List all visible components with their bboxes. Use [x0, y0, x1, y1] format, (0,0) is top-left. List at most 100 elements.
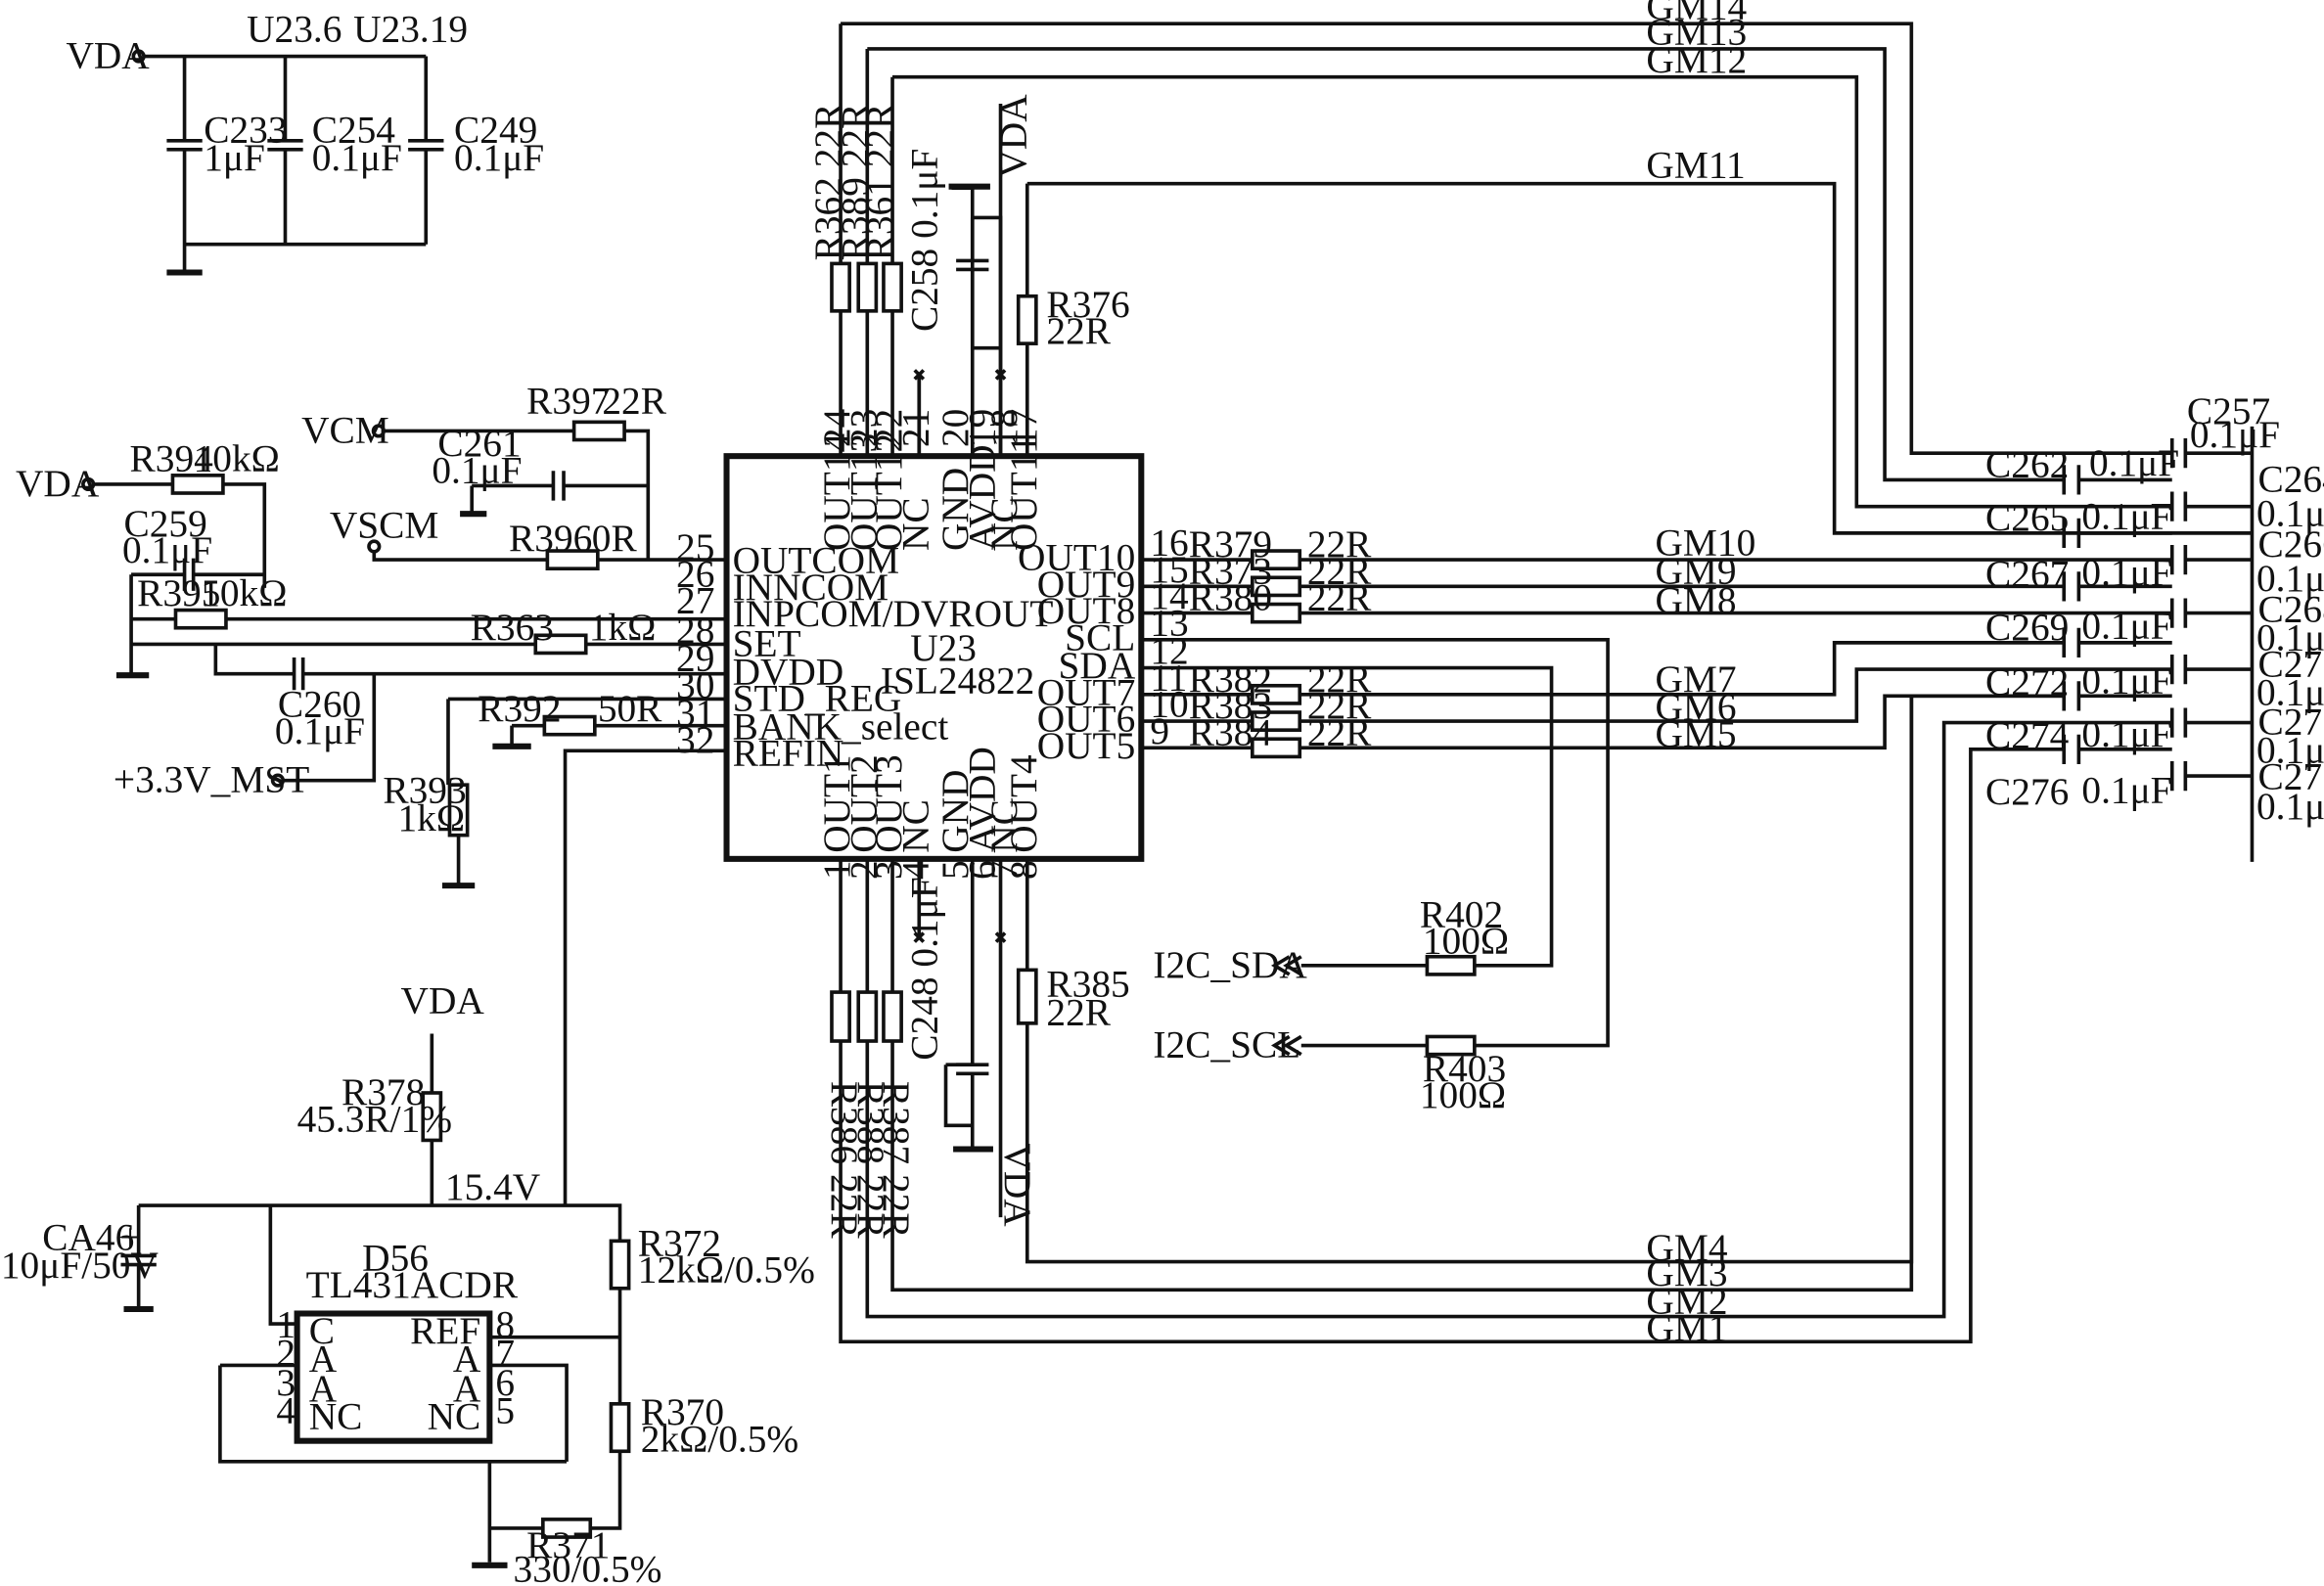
r393-val: 1kΩ — [398, 796, 466, 839]
r376-ref: R376 — [1046, 283, 1129, 326]
net-vda-ref: VDA — [401, 978, 485, 1021]
u23-pin-12-number: 12 — [1150, 629, 1188, 672]
c260-ref: C260 — [278, 683, 361, 726]
u23-pin-26-name: INNCOM — [733, 566, 889, 609]
net-gm4: GM4 — [1646, 1226, 1727, 1269]
c259-ref: C259 — [124, 502, 207, 545]
u23-pin-17-name: OUT11 — [1002, 434, 1045, 551]
r380-ref: R380 — [1189, 576, 1272, 619]
r384-val: 22R — [1307, 710, 1372, 753]
u23-pin-6-number: 6 — [960, 860, 1003, 880]
u23-pin-19-name: AVDD — [960, 444, 1003, 551]
r388-label: R388 22R — [849, 1081, 892, 1239]
d56-pin-3-name: A — [309, 1367, 338, 1410]
r393-ref: R393 — [383, 768, 466, 811]
u23-pin-20-name: GND — [934, 468, 977, 551]
d56-pin-3-number: 3 — [276, 1361, 296, 1404]
r363-ref: R363 — [471, 606, 554, 649]
c272-ref: C272 — [1985, 660, 2069, 703]
d56-pin-8-number: 8 — [495, 1303, 515, 1346]
c261-val: 0.1μF — [432, 448, 522, 491]
net-u23-19: U23.19 — [353, 7, 468, 50]
c268-val: 0.1μF — [2256, 615, 2324, 658]
c266-ref: C266 — [2258, 522, 2324, 566]
d56-pin-1-number: 1 — [276, 1303, 296, 1346]
r395-val: 10kΩ — [201, 571, 287, 614]
r402-ref: R402 — [1420, 892, 1503, 935]
net-15v4: 15.4V — [445, 1165, 540, 1208]
r370-val: 2kΩ/0.5% — [641, 1417, 798, 1460]
u23-pin-13-number: 13 — [1150, 601, 1188, 644]
u23-pin-29-number: 29 — [676, 637, 714, 680]
u23-pin-30-name: STD_REG — [733, 676, 902, 719]
u23-pin-15-number: 15 — [1150, 548, 1188, 591]
net-gm14: GM14 — [1646, 0, 1747, 28]
u23-pin-1-name: OUT1 — [815, 754, 858, 853]
r402-val: 100Ω — [1423, 920, 1509, 963]
net-vda-topleft: VDA — [66, 34, 150, 77]
c259-val: 0.1μF — [122, 528, 212, 571]
d56-ref: D56 — [362, 1237, 429, 1280]
u23-pin-27-number: 27 — [676, 579, 714, 622]
c258-label: C258 0.1μF — [902, 149, 945, 332]
c264-val: 0.1μF — [2256, 491, 2324, 534]
c271-val: 0.1μF — [2256, 670, 2324, 713]
r396-ref: R396 — [509, 517, 592, 560]
u23-pin-5-number: 5 — [934, 860, 977, 880]
c275-ref: C275 — [2258, 755, 2324, 798]
c248-label: C248 0.1μF — [902, 877, 945, 1060]
d56-pin-7-number: 7 — [495, 1331, 515, 1374]
u23-pin-14-number: 14 — [1150, 574, 1189, 617]
r392-val: 50R — [598, 687, 662, 730]
r386-label: R386 22R — [823, 1081, 866, 1239]
r371-ref: R371 — [526, 1523, 610, 1566]
u23-pin-29-name: DVDD — [733, 650, 844, 693]
u23-pin-9-name: OUT5 — [1037, 724, 1136, 767]
u23-pin-3-name: OUT3 — [867, 754, 910, 853]
c261-ref: C261 — [437, 422, 521, 465]
net-gm3: GM3 — [1646, 1251, 1727, 1294]
net-gm9: GM9 — [1656, 549, 1737, 592]
d56-pin-6-name: A — [453, 1367, 481, 1410]
c249-ref: C249 — [454, 108, 537, 151]
c273-val: 0.1μF — [2256, 728, 2324, 771]
c269-val: 0.1μF — [2081, 604, 2171, 647]
c265-val: 0.1μF — [2081, 494, 2171, 537]
c264-ref: C264 — [2258, 457, 2324, 500]
c265-ref: C265 — [1985, 496, 2069, 539]
u23-pin-19-number: 19 — [960, 409, 1003, 447]
d56-pin-4-name: NC — [309, 1395, 363, 1438]
r384-ref: R384 — [1189, 710, 1273, 753]
u23-pin-4-number: 4 — [893, 860, 936, 880]
r383-val: 22R — [1307, 684, 1372, 727]
u23-pin-11-name: OUT7 — [1037, 670, 1136, 713]
u23-pin-23-number: 23 — [842, 409, 885, 447]
u23-pin-31-number: 31 — [676, 692, 714, 735]
c254-ref: C254 — [312, 108, 396, 151]
d56-pin-5-name: NC — [428, 1395, 481, 1438]
net-i2c-sda: I2C_SDA — [1153, 943, 1307, 986]
r361-label: R361 22R — [858, 103, 901, 260]
u23-pin-26-number: 26 — [676, 552, 714, 595]
c254-val: 0.1μF — [312, 136, 402, 179]
net-gm1: GM1 — [1646, 1306, 1727, 1349]
net-gm2: GM2 — [1646, 1280, 1727, 1323]
r389-label: R389 22R — [833, 103, 876, 260]
u23-ref: U23 — [910, 626, 977, 669]
ca46-val: 10μF/50V — [1, 1244, 159, 1287]
r378-ref: R378 — [342, 1070, 425, 1113]
u23-pin-7-name: NC — [982, 799, 1025, 853]
r378-val: 45.3R/1% — [297, 1097, 452, 1140]
net-gm5: GM5 — [1656, 712, 1737, 755]
u23-pin-16-number: 16 — [1150, 521, 1188, 565]
net-vda-bottom: VDA — [996, 1143, 1039, 1227]
d56-pin-2-number: 2 — [276, 1331, 296, 1374]
d56-pin-6-number: 6 — [495, 1361, 515, 1404]
r363-val: 1kΩ — [589, 606, 657, 649]
u23-pin-25-number: 25 — [676, 525, 714, 568]
r382-val: 22R — [1307, 657, 1372, 701]
c260-val: 0.1μF — [275, 709, 365, 752]
r395-ref: R395 — [137, 571, 220, 614]
u23-pin-1-number: 1 — [815, 860, 858, 880]
